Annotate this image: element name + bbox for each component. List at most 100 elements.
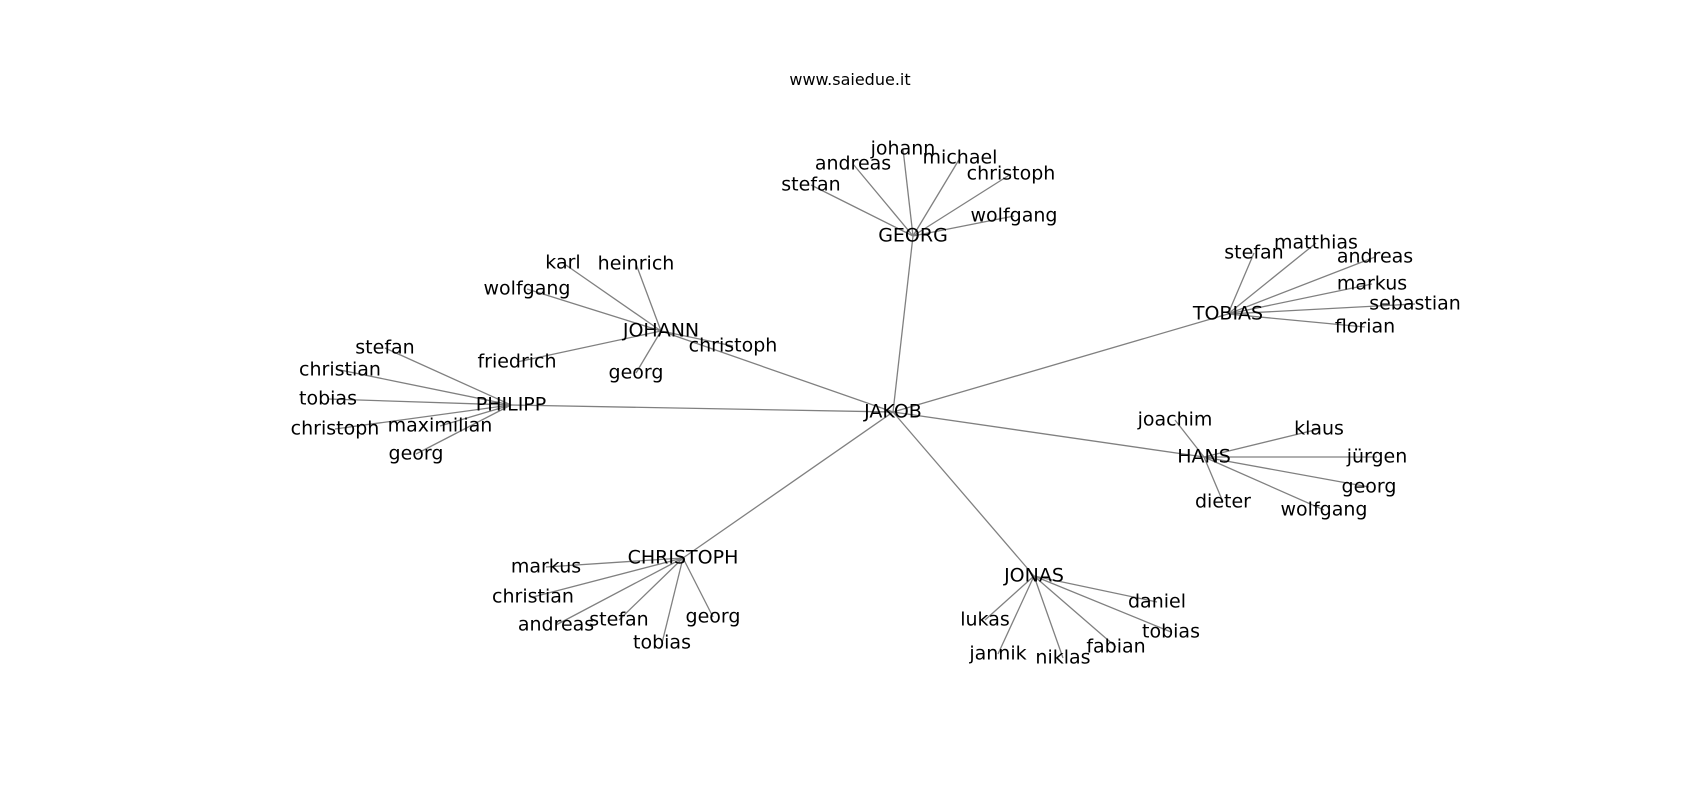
edge-center-philipp [510, 404, 894, 413]
edge-hans-3 [1203, 456, 1370, 488]
edge-philipp-4 [439, 404, 512, 427]
edge-philipp-1 [339, 369, 512, 406]
leaf-node-jonas-1: tobias [1142, 621, 1200, 643]
edge-philipp-3 [334, 404, 512, 430]
edge-johann-3 [516, 330, 662, 363]
edge-christoph-5 [682, 557, 714, 618]
leaf-node-johann-0: karl [545, 252, 580, 274]
leaf-node-christoph-1: christian [492, 586, 574, 608]
edge-hans-1 [1203, 428, 1320, 458]
edge-jonas-2 [1033, 575, 1117, 648]
leaf-node-tobias-4: sebastian [1369, 293, 1461, 315]
edge-christoph-1 [532, 557, 684, 598]
edge-jonas-5 [984, 575, 1035, 621]
leaf-node-philipp-4: maximilian [388, 415, 493, 437]
edge-christoph-0 [545, 557, 684, 568]
edge-georg-2 [902, 148, 914, 237]
hub-node-christoph: CHRISTOPH [628, 547, 739, 569]
edge-georg-0 [810, 184, 914, 237]
edge-christoph-2 [555, 557, 684, 626]
edge-johann-4 [635, 330, 662, 374]
leaf-node-philipp-1: christian [299, 359, 381, 381]
leaf-node-tobias-1: matthias [1274, 232, 1358, 254]
leaf-node-georg-4: christoph [967, 163, 1056, 185]
hub-node-jonas: JONAS [1003, 565, 1064, 587]
center-node-label: JAKOB [863, 401, 922, 423]
leaf-node-johann-2: wolfgang [484, 278, 571, 300]
leaf-node-christoph-5: georg [686, 606, 741, 628]
hub-node-tobias: TOBIAS [1192, 303, 1263, 325]
edge-georg-3 [912, 157, 961, 237]
leaf-node-jonas-5: lukas [960, 609, 1010, 631]
leaf-node-georg-5: wolfgang [971, 205, 1058, 227]
leaf-node-tobias-0: stefan [1224, 242, 1283, 264]
labels-layer: JAKOBGEORGstefanandreasjohannmichaelchri… [291, 138, 1461, 669]
leaf-node-christoph-3: stefan [589, 609, 648, 631]
leaf-node-christoph-4: tobias [633, 632, 691, 654]
leaf-node-jonas-0: daniel [1128, 591, 1186, 613]
leaf-node-georg-2: johann [870, 138, 936, 160]
edge-jonas-3 [1033, 575, 1064, 659]
leaf-node-tobias-2: andreas [1337, 246, 1413, 268]
hub-node-hans: HANS [1177, 446, 1231, 468]
leaf-node-hans-2: jürgen [1346, 446, 1408, 468]
edge-philipp-2 [327, 398, 512, 406]
edge-tobias-5 [1227, 313, 1366, 328]
leaf-node-hans-5: dieter [1195, 491, 1251, 513]
hub-node-philipp: PHILIPP [476, 394, 546, 416]
edge-tobias-0 [1227, 252, 1255, 315]
leaf-node-hans-0: joachim [1137, 409, 1213, 431]
edge-tobias-4 [1227, 303, 1416, 315]
edge-philipp-5 [415, 404, 512, 455]
edge-jonas-4 [997, 575, 1035, 655]
edge-center-johann [660, 330, 894, 413]
leaf-node-georg-0: stefan [781, 174, 840, 196]
edge-hans-5 [1203, 456, 1224, 503]
leaf-node-hans-4: wolfgang [1281, 499, 1368, 521]
leaf-node-jonas-3: niklas [1035, 647, 1090, 669]
leaf-node-christoph-0: markus [511, 556, 581, 578]
edge-center-jonas [892, 411, 1035, 577]
site-title: www.saiedue.it [789, 70, 911, 89]
leaf-node-philipp-3: christoph [291, 418, 380, 440]
edge-christoph-4 [661, 557, 684, 644]
edge-hans-0 [1174, 419, 1205, 458]
edge-center-tobias [892, 313, 1229, 413]
leaf-node-christoph-2: andreas [518, 614, 594, 636]
edge-johann-0 [562, 262, 662, 332]
edge-center-christoph [682, 411, 894, 559]
leaf-node-georg-3: michael [923, 147, 998, 169]
leaf-node-tobias-3: markus [1337, 273, 1407, 295]
leaf-node-jonas-4: jannik [968, 643, 1026, 665]
leaf-node-georg-1: andreas [815, 153, 891, 175]
leaf-node-hans-1: klaus [1294, 418, 1344, 440]
edge-christoph-3 [618, 557, 684, 621]
edges-layer [327, 148, 1416, 659]
leaf-node-johann-5: christoph [689, 335, 778, 357]
edge-georg-1 [852, 163, 914, 237]
leaf-node-johann-1: heinrich [598, 253, 675, 275]
edge-georg-5 [912, 215, 1015, 237]
edge-tobias-1 [1227, 242, 1317, 315]
edge-center-georg [892, 235, 914, 413]
edge-johann-1 [635, 263, 662, 332]
leaf-node-johann-4: georg [609, 362, 664, 384]
hub-node-johann: JOHANN [622, 320, 699, 342]
leaf-node-jonas-2: fabian [1086, 636, 1145, 658]
leaf-node-philipp-0: stefan [355, 337, 414, 359]
edge-johann-5 [660, 330, 734, 347]
leaf-node-philipp-2: tobias [299, 388, 357, 410]
edge-hans-4 [1203, 456, 1325, 511]
edge-philipp-0 [384, 347, 512, 406]
edge-georg-4 [912, 173, 1012, 237]
edge-tobias-3 [1227, 283, 1373, 315]
edge-tobias-2 [1227, 256, 1376, 315]
leaf-node-tobias-5: florian [1335, 316, 1395, 338]
edge-jonas-1 [1033, 575, 1172, 633]
edge-johann-2 [526, 288, 662, 332]
edge-center-hans [892, 411, 1205, 458]
leaf-node-johann-3: friedrich [477, 351, 556, 373]
leaf-node-hans-3: georg [1342, 476, 1397, 498]
